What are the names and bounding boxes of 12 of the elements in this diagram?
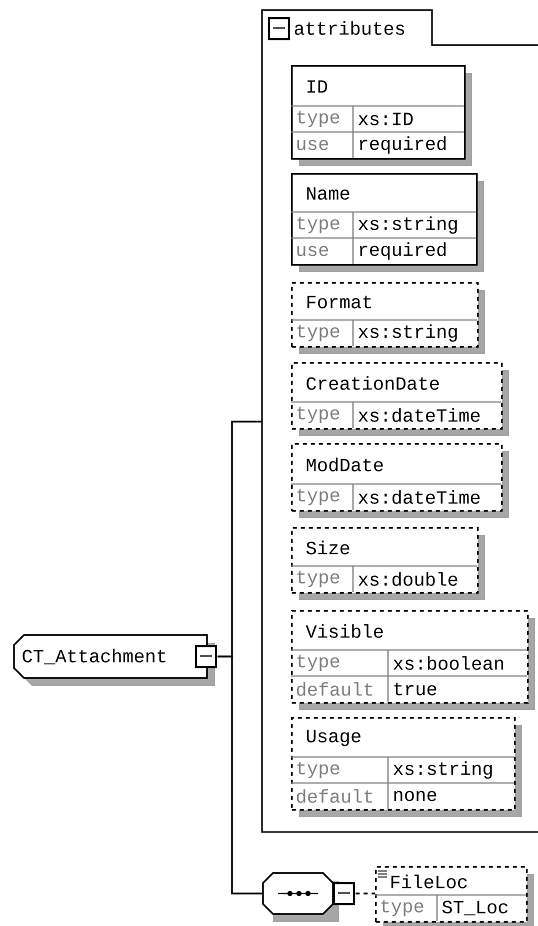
connector-line <box>218 656 262 894</box>
attribute-box: CreationDate type xs:dateTime <box>291 362 509 436</box>
attribute-box: ModDate type xs:dateTime <box>291 443 509 518</box>
attribute-box: Usage type xs:string default none <box>291 717 522 817</box>
attribute-box: ID type xs:ID use required <box>291 65 472 166</box>
attribute-box: Name type xs:string use required <box>291 173 484 272</box>
attribute-box: Visible type xs:boolean default true <box>291 610 535 710</box>
attribute-box: Size type xs:double <box>291 527 485 600</box>
element-box: CT_Attachment <box>13 634 215 686</box>
element-box: FileLoc type ST_Loc <box>375 866 534 926</box>
connector-line <box>356 892 375 894</box>
attribute-box: Format type xs:string <box>291 282 485 354</box>
